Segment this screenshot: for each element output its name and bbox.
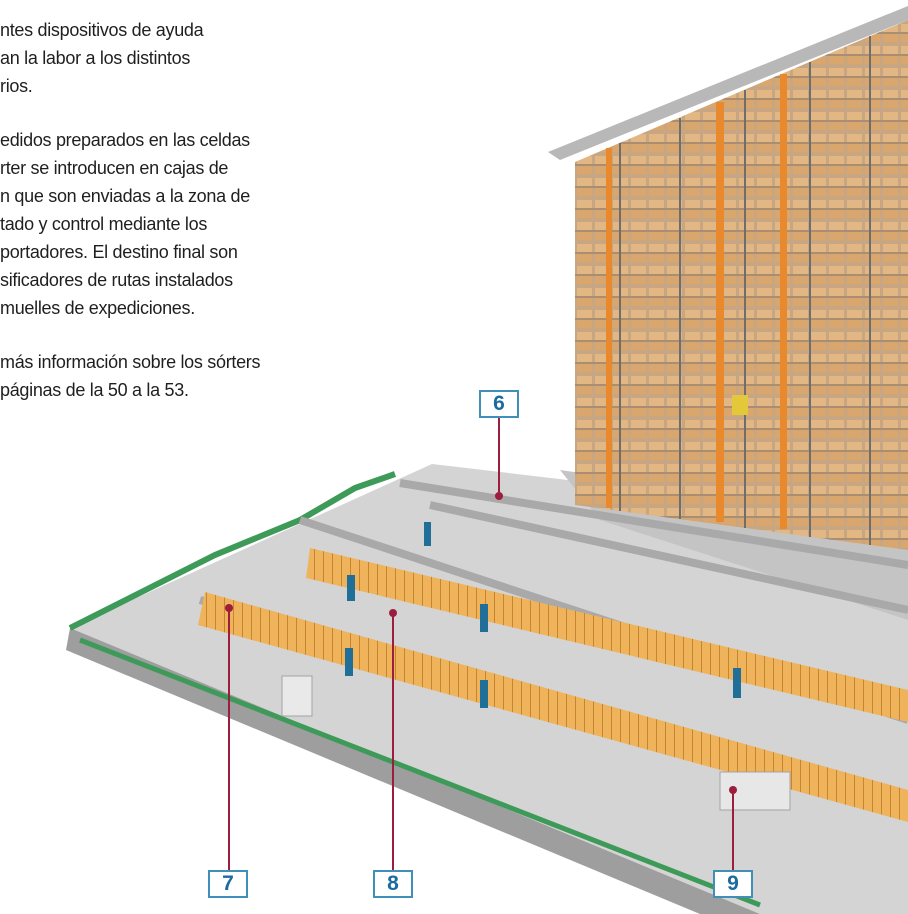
paragraph-line: ntes dispositivos de ayuda xyxy=(0,20,204,40)
paragraph-line: an la labor a los distintos xyxy=(0,48,191,68)
paragraph-line: n que son enviadas a la zona de xyxy=(0,186,250,206)
paragraph-line: más información sobre los sórters xyxy=(0,352,261,372)
paragraph-line: rios. xyxy=(0,76,33,96)
rack-roof xyxy=(548,6,908,160)
paragraph-orders: edidos preparados en las celdas rter se … xyxy=(0,126,360,322)
storage-racks xyxy=(548,6,908,550)
callout-6: 6 xyxy=(479,390,519,418)
rack-uprights xyxy=(619,36,871,545)
paragraph-line: tado y control mediante los xyxy=(0,214,208,234)
crane-masts xyxy=(606,74,787,529)
callout-7: 7 xyxy=(208,870,248,898)
paragraph-devices: ntes dispositivos de ayuda an la labor a… xyxy=(0,16,360,100)
paragraph-line: rter se introducen en cajas de xyxy=(0,158,229,178)
paragraph-line: edidos preparados en las celdas xyxy=(0,130,250,150)
paragraph-line: muelles de expediciones. xyxy=(0,298,195,318)
description-text: ntes dispositivos de ayuda an la labor a… xyxy=(0,16,360,430)
conveyor-loop-lower xyxy=(79,637,761,908)
paragraph-line: portadores. El destino final son xyxy=(0,242,238,262)
callout-9: 9 xyxy=(713,870,753,898)
leader-dots xyxy=(225,492,737,794)
operators xyxy=(345,522,741,708)
paragraph-line: páginas de la 50 a la 53. xyxy=(0,380,189,400)
paragraph-line: sificadores de rutas instalados xyxy=(0,270,233,290)
rack-body xyxy=(575,20,908,550)
paragraph-more-info: más información sobre los sórters página… xyxy=(0,348,360,404)
sorter-line-lower xyxy=(198,592,908,822)
callout-8: 8 xyxy=(373,870,413,898)
inspection-module xyxy=(281,675,313,717)
crane-carriage xyxy=(732,395,748,415)
sorter-line-upper xyxy=(306,548,908,722)
leader-lines xyxy=(228,418,734,870)
